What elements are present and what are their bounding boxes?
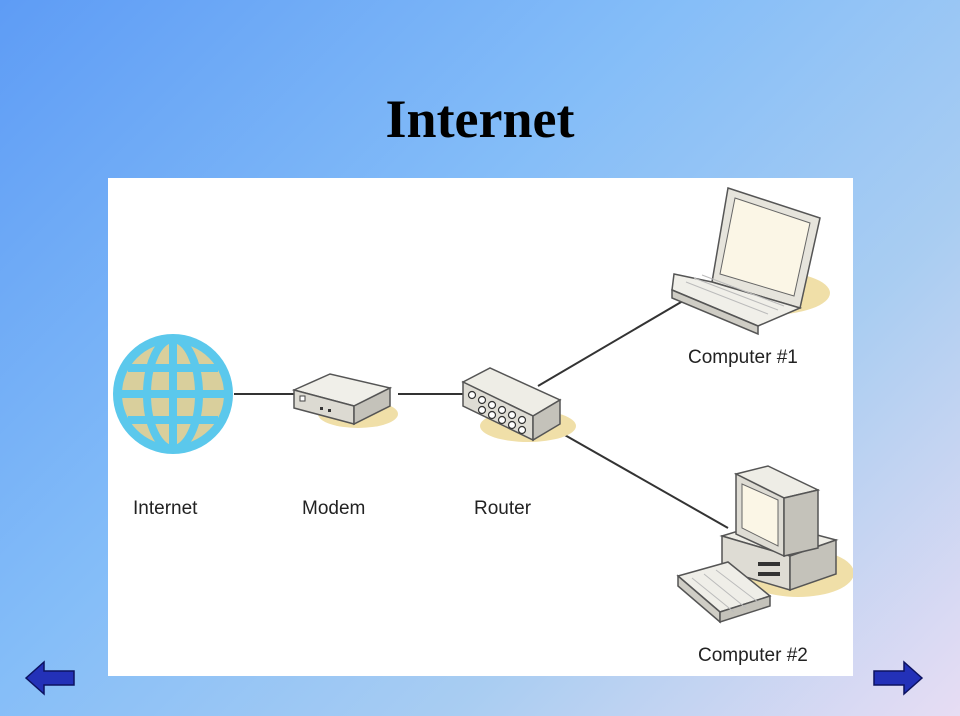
node-label-computer2: Computer #2 [698, 645, 808, 666]
edge-router-computer2 [562, 433, 729, 529]
node-label-router: Router [474, 498, 532, 519]
next-slide-button[interactable] [872, 660, 924, 696]
node-label-modem: Modem [302, 498, 366, 519]
globe-icon [113, 334, 233, 454]
laptop-icon [671, 187, 830, 336]
left-arrow-icon [24, 660, 75, 696]
network-diagram: Internet Modem Router Computer #1 Comput… [108, 178, 853, 676]
right-arrow-icon [873, 660, 924, 696]
node-label-computer1: Computer #1 [688, 347, 798, 368]
edge-router-computer1 [537, 297, 689, 387]
router-icon [461, 367, 576, 442]
slide-title: Internet [385, 89, 575, 149]
node-label-internet: Internet [133, 498, 198, 519]
previous-slide-button[interactable] [24, 660, 76, 696]
modem-icon [291, 373, 398, 428]
connections [234, 297, 729, 529]
desktop-computer-icon [676, 465, 853, 624]
